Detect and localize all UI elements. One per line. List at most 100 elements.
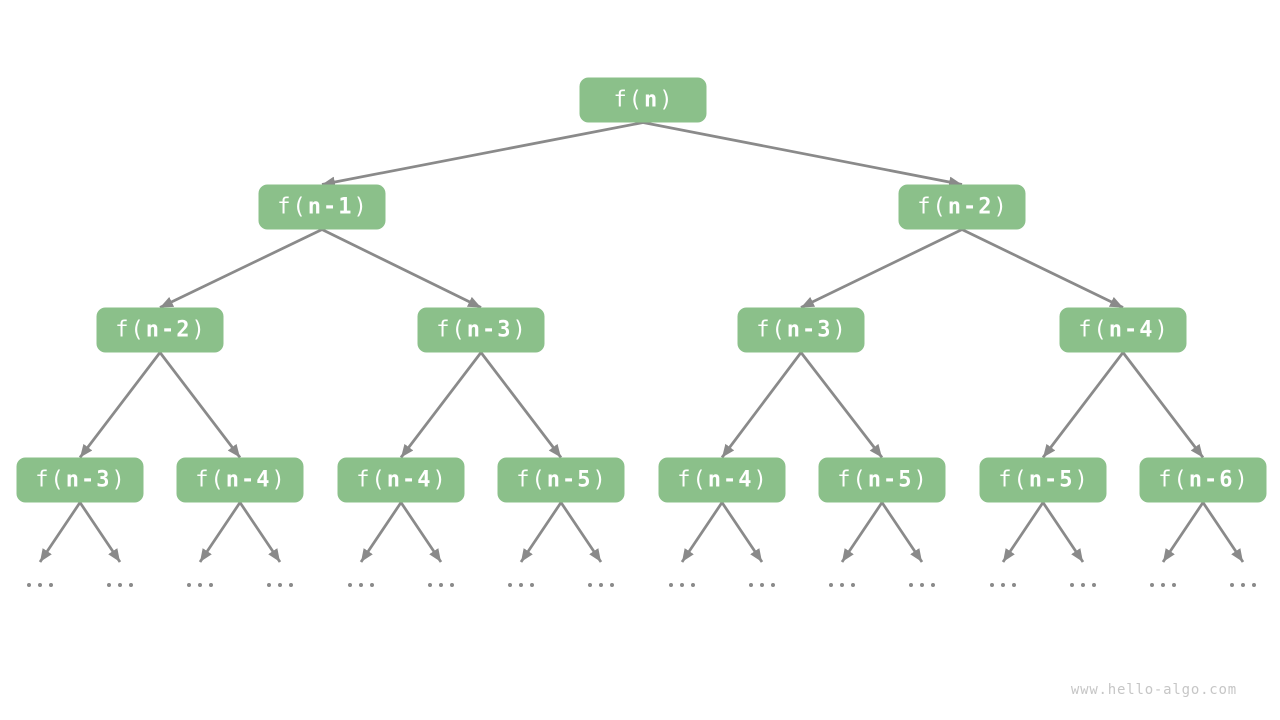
edge-n221-ellipsis-right — [1041, 501, 1085, 563]
edge-n111-ellipsis-left — [38, 501, 82, 563]
tree-node-n222: f(n-6) — [1139, 457, 1267, 503]
node-label-argument: n-5 — [546, 467, 593, 493]
node-label-prefix: f( — [1078, 317, 1109, 343]
ellipsis — [107, 583, 133, 587]
tree-node-n212: f(n-5) — [818, 457, 946, 503]
node-label-suffix: ) — [592, 467, 608, 493]
node-label-prefix: f( — [115, 317, 146, 343]
tree-node-n221: f(n-5) — [979, 457, 1107, 503]
node-label-prefix: f( — [356, 467, 387, 493]
ellipsis — [669, 583, 695, 587]
tree-node-n12: f(n-3) — [417, 307, 545, 353]
edge-n1-n11 — [159, 228, 323, 309]
edge-root-n1 — [321, 121, 644, 188]
tree-node-n112: f(n-4) — [176, 457, 304, 503]
node-label-suffix: ) — [271, 467, 287, 493]
tree-node-n1: f(n-1) — [258, 184, 386, 230]
edge-n21-n212 — [799, 351, 884, 459]
edge-n12-n121 — [399, 351, 483, 459]
node-label-argument: n — [644, 87, 660, 113]
node-label-argument: n-4 — [225, 467, 272, 493]
node-label-argument: n-6 — [1188, 467, 1235, 493]
ellipsis — [588, 583, 614, 587]
edge-n22-n222 — [1121, 351, 1205, 459]
edge-n112-ellipsis-left — [198, 501, 242, 563]
node-label-prefix: f( — [837, 467, 868, 493]
edge-n11-n111 — [78, 351, 162, 459]
ellipsis — [187, 583, 213, 587]
node-label-argument: n-3 — [65, 467, 112, 493]
tree-node-n211: f(n-4) — [658, 457, 786, 503]
tree-node-n11: f(n-2) — [96, 307, 224, 353]
node-label-prefix: f( — [516, 467, 547, 493]
edge-n221-ellipsis-left — [1001, 501, 1045, 563]
node-label-argument: n-1 — [307, 194, 354, 220]
edge-n2-n21 — [800, 228, 963, 309]
edge-n222-ellipsis-right — [1201, 501, 1245, 563]
ellipsis — [27, 583, 53, 587]
ellipsis — [267, 583, 293, 587]
edge-root-n2 — [642, 121, 963, 188]
node-label-suffix: ) — [191, 317, 207, 343]
node-label-suffix: ) — [659, 87, 675, 113]
node-label-prefix: f( — [436, 317, 467, 343]
tree-node-n22: f(n-4) — [1059, 307, 1187, 353]
edge-n212-ellipsis-right — [880, 501, 924, 563]
edge-n111-ellipsis-right — [78, 501, 122, 563]
node-label-prefix: f( — [1158, 467, 1189, 493]
node-label-argument: n-3 — [786, 317, 833, 343]
ellipsis — [508, 583, 534, 587]
ellipsis — [990, 583, 1016, 587]
node-label-suffix: ) — [111, 467, 127, 493]
edge-n2-n22 — [961, 228, 1124, 309]
node-label-suffix: ) — [1154, 317, 1170, 343]
node-label-argument: n-2 — [145, 317, 192, 343]
edge-n21-n211 — [720, 351, 803, 459]
ellipsis — [909, 583, 935, 587]
node-label-argument: n-2 — [947, 194, 994, 220]
node-label-prefix: f( — [677, 467, 708, 493]
node-label-suffix: ) — [832, 317, 848, 343]
edge-n112-ellipsis-right — [238, 501, 282, 563]
edge-n211-ellipsis-left — [680, 501, 724, 563]
node-label-suffix: ) — [1074, 467, 1090, 493]
tree-node-n2: f(n-2) — [898, 184, 1026, 230]
edge-n11-n112 — [158, 351, 242, 459]
ellipsis — [1070, 583, 1096, 587]
node-label-argument: n-4 — [1108, 317, 1155, 343]
edge-n12-n122 — [479, 351, 563, 459]
tree-node-root: f(n) — [579, 77, 707, 123]
ellipsis — [749, 583, 775, 587]
node-label-suffix: ) — [353, 194, 369, 220]
edge-n22-n221 — [1041, 351, 1125, 459]
node-label-argument: n-3 — [466, 317, 513, 343]
node-label-suffix: ) — [1234, 467, 1250, 493]
node-label-prefix: f( — [277, 194, 308, 220]
tree-node-n21: f(n-3) — [737, 307, 865, 353]
tree-node-n111: f(n-3) — [16, 457, 144, 503]
edge-n121-ellipsis-right — [399, 501, 443, 563]
edge-n222-ellipsis-left — [1161, 501, 1205, 563]
node-label-suffix: ) — [913, 467, 929, 493]
node-label-prefix: f( — [998, 467, 1029, 493]
ellipsis — [348, 583, 374, 587]
edge-n1-n12 — [321, 228, 482, 309]
tree-node-n121: f(n-4) — [337, 457, 465, 503]
node-label-prefix: f( — [195, 467, 226, 493]
node-label-argument: n-5 — [867, 467, 914, 493]
node-label-suffix: ) — [432, 467, 448, 493]
node-label-argument: n-4 — [386, 467, 433, 493]
node-label-prefix: f( — [613, 87, 644, 113]
edge-n121-ellipsis-left — [359, 501, 403, 563]
node-label-prefix: f( — [917, 194, 948, 220]
ellipsis — [829, 583, 855, 587]
edge-n122-ellipsis-right — [559, 501, 603, 563]
ellipsis — [1230, 583, 1256, 587]
node-label-suffix: ) — [993, 194, 1009, 220]
edge-n122-ellipsis-left — [519, 501, 563, 563]
node-label-suffix: ) — [753, 467, 769, 493]
node-label-argument: n-4 — [707, 467, 754, 493]
ellipsis — [428, 583, 454, 587]
